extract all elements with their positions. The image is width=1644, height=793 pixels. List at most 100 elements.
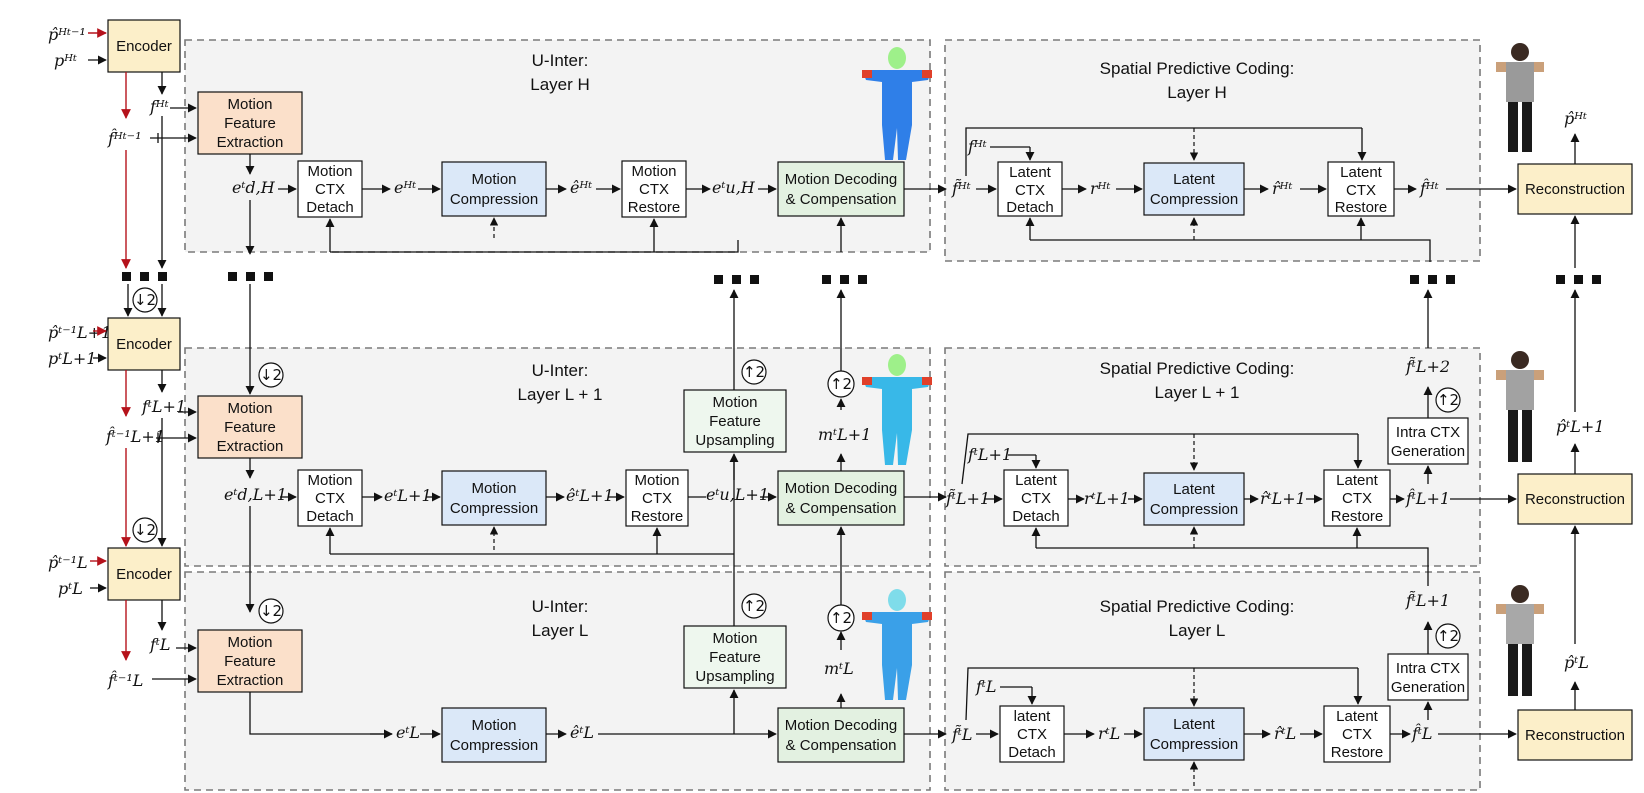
- svg-text:CTX: CTX: [1021, 490, 1051, 507]
- svg-text:CTX: CTX: [315, 490, 345, 507]
- mfe-h: Motion Feature Extraction: [197, 91, 303, 155]
- svg-text:Motion Decoding: Motion Decoding: [785, 480, 898, 497]
- symbol-m-l1: mᵗL+1: [818, 425, 871, 444]
- svg-text:CTX: CTX: [1017, 726, 1047, 743]
- symbol-f-hat-prev-l: f̂ᵗ⁻¹L: [107, 671, 143, 690]
- svg-text:Intra CTX: Intra CTX: [1396, 424, 1460, 441]
- symbol-f-hat-l: f̂ᵗL: [1411, 724, 1433, 743]
- svg-text:Latent: Latent: [1009, 164, 1052, 181]
- encoder-l1: Encoder: [107, 317, 181, 371]
- uinter-h-title-line1: U-Inter:: [532, 51, 589, 70]
- svg-text:Latent: Latent: [1173, 481, 1216, 498]
- svg-text:Feature: Feature: [224, 419, 276, 436]
- dots-upsampling: [714, 275, 759, 284]
- region-uinter-l1: U-Inter: Layer L + 1: [184, 347, 931, 567]
- svg-text:↑2: ↑2: [830, 375, 852, 393]
- symbol-p-hat-l: p̂ᵗL: [1564, 653, 1589, 672]
- uinter-l1-title-line2: Layer L + 1: [518, 385, 603, 404]
- symbol-p-hat-l1: p̂ᵗL+1: [1556, 417, 1604, 436]
- dots-mfe: [228, 272, 273, 281]
- down2-left-top: ↓2: [132, 287, 158, 313]
- svg-text:Motion: Motion: [227, 96, 272, 113]
- svg-text:Motion Decoding: Motion Decoding: [785, 171, 898, 188]
- symbol-r-l1: rᵗL+1: [1084, 489, 1130, 508]
- symbol-m-l: mᵗL: [824, 659, 854, 678]
- motion-compression-h: Motion Compression: [441, 161, 547, 217]
- svg-text:Motion Decoding: Motion Decoding: [785, 717, 898, 734]
- mfe-l1: Motion Feature Extraction: [197, 395, 303, 459]
- svg-text:CTX: CTX: [1342, 490, 1372, 507]
- symbol-p-hat-prev-l: p̂ᵗ⁻¹L: [48, 553, 88, 572]
- latent-compression-l1: Latent Compression: [1143, 472, 1245, 526]
- up2-mdc-l: ↑2: [827, 604, 855, 632]
- symbol-p-l: pᵗL: [58, 579, 83, 598]
- down2-mfe-l: ↓2: [258, 598, 284, 624]
- symbol-f-tilde-h: f̃ᴴᵗ: [951, 179, 971, 198]
- svg-text:↑2: ↑2: [1437, 391, 1459, 409]
- dots-left-top: [122, 272, 167, 281]
- svg-text:Motion: Motion: [712, 394, 757, 411]
- point-cloud-figure-l: [862, 589, 932, 700]
- up2-mfu-l1: ↑2: [741, 359, 767, 385]
- ctx-restore-l1: Motion CTX Restore: [625, 469, 689, 527]
- svg-text:Motion: Motion: [307, 163, 352, 180]
- latent-detach-l1: Latent CTX Detach: [1003, 469, 1069, 527]
- person-photo-h: [1496, 43, 1544, 152]
- svg-text:Reconstruction: Reconstruction: [1525, 727, 1625, 744]
- encoder-l: Encoder: [107, 547, 181, 601]
- symbol-e-d-l1: eᵗd,L+1: [224, 485, 287, 504]
- spc-h-title-line2: Layer H: [1167, 83, 1227, 102]
- symbol-e-u-l1: eᵗu,L+1: [706, 485, 769, 504]
- symbol-f-l1: fᵗL+1: [141, 397, 186, 416]
- symbol-f-h-spc: fᴴᵗ: [967, 137, 987, 156]
- svg-text:↑2: ↑2: [830, 609, 852, 627]
- svg-text:Restore: Restore: [1331, 508, 1384, 525]
- svg-text:Motion: Motion: [307, 472, 352, 489]
- svg-text:Compression: Compression: [1150, 191, 1238, 208]
- uinter-h-title-line2: Layer H: [530, 75, 590, 94]
- svg-text:Compression: Compression: [450, 737, 538, 754]
- spc-l-title-line1: Spatial Predictive Coding:: [1100, 597, 1295, 616]
- reconstruction-l1: Reconstruction: [1517, 473, 1633, 525]
- point-cloud-figure-l1: [862, 354, 932, 465]
- symbol-p-h: pᴴᵗ: [54, 51, 77, 70]
- svg-text:Motion: Motion: [631, 163, 676, 180]
- svg-text:Feature: Feature: [224, 115, 276, 132]
- svg-text:Motion: Motion: [712, 630, 757, 647]
- symbol-f-tilde-l: f̃ᵗL: [951, 725, 973, 744]
- person-photo-l: [1496, 585, 1544, 696]
- symbol-e-hat-h: êᴴᵗ: [570, 178, 592, 197]
- svg-text:latent: latent: [1014, 708, 1052, 725]
- symbol-f-hat-h: f̂ᴴᵗ: [1419, 179, 1439, 198]
- svg-text:Motion: Motion: [471, 717, 516, 734]
- symbol-p-l1: pᵗL+1: [48, 349, 96, 368]
- svg-text:Feature: Feature: [709, 413, 761, 430]
- svg-text:Latent: Latent: [1173, 716, 1216, 733]
- down2-mfe-l1: ↓2: [258, 362, 284, 388]
- spc-h-title-line1: Spatial Predictive Coding:: [1100, 59, 1295, 78]
- latent-detach-h: Latent CTX Detach: [997, 161, 1063, 217]
- symbol-e-hat-l1: êᵗL+1: [566, 486, 614, 505]
- uinter-l-title-line2: Layer L: [532, 621, 589, 640]
- symbol-f-l1-spc: fᵗL+1: [967, 445, 1012, 464]
- svg-text:Reconstruction: Reconstruction: [1525, 181, 1625, 198]
- svg-text:Reconstruction: Reconstruction: [1525, 491, 1625, 508]
- svg-text:Encoder: Encoder: [116, 38, 172, 55]
- svg-text:Compression: Compression: [450, 500, 538, 517]
- mdc-l: Motion Decoding & Compensation: [777, 707, 905, 763]
- motion-compression-l1: Motion Compression: [441, 470, 547, 526]
- svg-text:↑2: ↑2: [1437, 627, 1459, 645]
- svg-text:Compression: Compression: [1150, 736, 1238, 753]
- spc-l-title-line2: Layer L: [1169, 621, 1226, 640]
- symbol-e-d-h: eᵗd,H: [232, 178, 276, 197]
- symbol-p-hat-prev-l1: p̂ᵗ⁻¹L+1: [48, 323, 111, 342]
- spc-l1-title-line2: Layer L + 1: [1155, 383, 1240, 402]
- latent-compression-l: Latent Compression: [1143, 707, 1245, 761]
- svg-text:Restore: Restore: [631, 508, 684, 525]
- svg-text:Motion: Motion: [227, 400, 272, 417]
- intra-ctx-l1: Intra CTX Generation: [1387, 417, 1469, 465]
- svg-text:Restore: Restore: [1335, 199, 1388, 216]
- svg-text:Intra CTX: Intra CTX: [1396, 660, 1460, 677]
- mfe-l: Motion Feature Extraction: [197, 629, 303, 693]
- mfu-l: Motion Feature Upsampling: [683, 625, 787, 689]
